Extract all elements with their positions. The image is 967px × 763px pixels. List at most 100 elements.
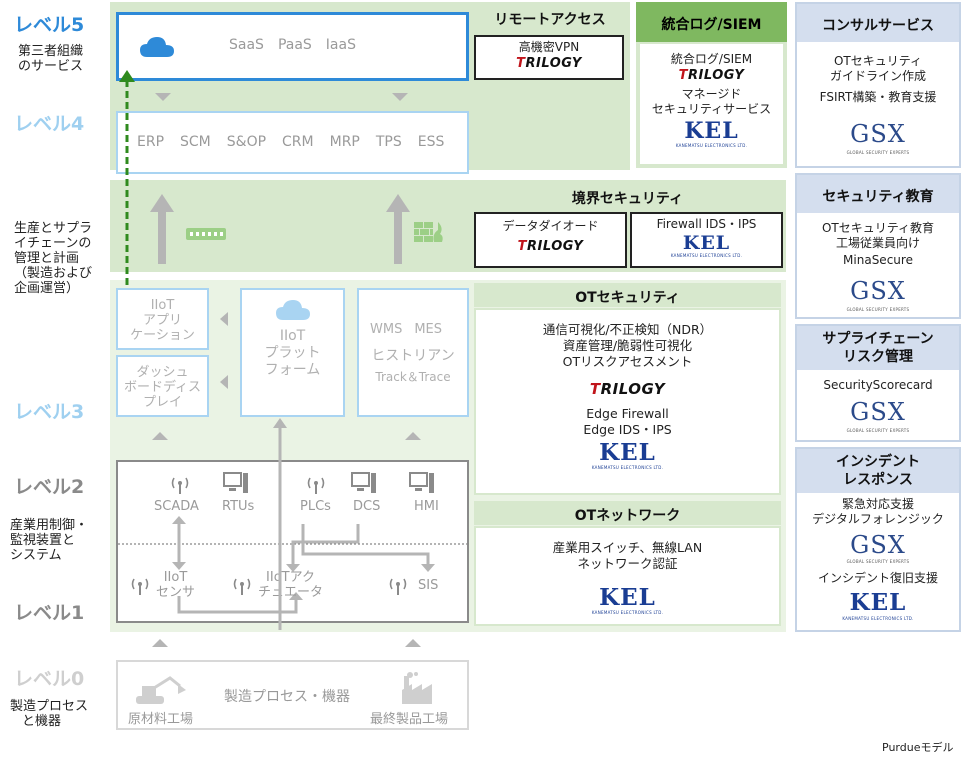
sensor-line2: センサ [156, 585, 196, 600]
level0-label: レベル0 [14, 668, 85, 690]
wms-label: WMS [370, 322, 403, 337]
actuator-line1: IIoTアク [266, 570, 315, 585]
education-line3: MinaSecure [843, 253, 913, 267]
antenna-icon [171, 477, 189, 494]
edge-firewall-label: Edge Firewall [586, 406, 669, 421]
ot-security-header: OTセキュリティ [474, 283, 781, 307]
managed-label: マネージド [681, 87, 742, 101]
hmi-label: HMI [414, 499, 439, 514]
cloud-services-row: SaaS PaaS IaaS [229, 37, 356, 53]
level4-label: レベル4 [14, 113, 85, 135]
ndr-label: 通信可視化/不正検知（NDR） [542, 322, 713, 337]
siem-item-label: 統合ログ/SIEM [670, 52, 753, 66]
tps-label: TPS [375, 134, 402, 150]
mrp-label: MRP [329, 134, 360, 150]
level4-box: ERP SCM S&OP CRM MRP TPS ESS [116, 111, 469, 174]
level4-items: ERP SCM S&OP CRM MRP TPS ESS [137, 134, 444, 150]
saas-label: SaaS [229, 37, 264, 53]
kel-logo: KEL [684, 118, 739, 144]
scm-label: SCM [180, 134, 211, 150]
kel-logo: KEL [682, 232, 731, 254]
incident-title: インシデント レスポンス [797, 449, 959, 493]
paas-label: PaaS [277, 37, 312, 53]
dash-line2: ボードディス [123, 380, 202, 395]
rtus-label: RTUs [222, 499, 255, 514]
gsx-logo-sub: GLOBAL SECURITY EXPERTS [846, 559, 910, 564]
supply-risk-panel: サプライチェーン リスク管理 SecurityScorecard GSX GLO… [795, 324, 961, 442]
iiot-sensor-label: IIoT センサ [156, 570, 195, 600]
kel-logo: KEL [849, 589, 907, 616]
forensics-label: デジタルフォレンジック [812, 512, 944, 526]
supply-line3: 管理と計画 [14, 251, 80, 266]
iiot-application-box: IIoT アプリ ケーション [116, 288, 209, 350]
level2-1-box: SCADA RTUs PLCs DCS HMI IIoT センサ IIoTアク … [116, 460, 469, 623]
gsx-logo-sub: GLOBAL SECURITY EXPERTS [846, 307, 910, 312]
firewall-label: Firewall IDS・IPS [656, 217, 757, 231]
trilogy-logo: TRILOGY [517, 239, 584, 254]
kel-logo-sub: KANEMATSU ELECTRONICS LTD. [675, 143, 748, 148]
kel-logo-sub: KANEMATSU ELECTRONICS LTD. [842, 616, 914, 621]
cloud-icon [276, 300, 310, 320]
security-service-label: セキュリティサービス [651, 102, 772, 116]
plcs-label: PLCs [300, 499, 331, 514]
consult-line3: FSIRT構築・教育支援 [819, 90, 937, 104]
level1-label: レベル1 [14, 602, 85, 624]
antenna-icon [307, 477, 325, 494]
ics-line3: システム [10, 548, 62, 563]
consult-line2: ガイドライン作成 [829, 69, 926, 83]
education-line2: 工場従業員向け [835, 236, 920, 250]
kel-logo-sub: KANEMATSU ELECTRONICS LTD. [591, 465, 664, 470]
ot-security-title: OTセキュリティ [575, 290, 680, 306]
incident-title2: レスポンス [843, 472, 913, 488]
computer-icon [409, 472, 434, 493]
level5-label: レベル5 [14, 14, 85, 36]
siem-header: 統合ログ/SIEM [636, 2, 787, 42]
data-diode-label: データダイオード [502, 219, 599, 233]
cloud-icon [140, 37, 174, 57]
computer-icon [351, 472, 376, 493]
risk-assessment-label: OTリスクアセスメント [562, 354, 693, 369]
track-trace-label: Track＆Trace [375, 370, 451, 384]
arrow-up-boundary-left [150, 194, 174, 264]
industrial-switch-label: 産業用スイッチ、無線LAN [552, 540, 703, 555]
platform-line2: プラット [264, 345, 321, 361]
iaas-label: IaaS [325, 37, 356, 53]
trilogy-logo: TRILOGY [589, 380, 666, 398]
education-title: セキュリティ教育 [797, 175, 959, 213]
supply-risk-title: サプライチェーン リスク管理 [797, 326, 959, 370]
arrow-up-l0-right [405, 639, 421, 647]
gsx-logo: GSX [850, 398, 906, 426]
factory-icon [402, 672, 432, 704]
ot-security-card: 通信可視化/不正検知（NDR） 資産管理/脆弱性可視化 OTリスクアセスメント … [474, 308, 781, 495]
education-panel: セキュリティ教育 OTセキュリティ教育 工場従業員向け MinaSecure G… [795, 173, 961, 319]
historian-label: ヒストリアン [371, 348, 455, 364]
gsx-logo: GSX [850, 277, 906, 305]
arrow-left-app [220, 312, 228, 326]
supply-line4: （製造および [14, 266, 93, 281]
ics-label: 産業用制御・ 監視装置と システム [10, 518, 88, 563]
dashboard-box: ダッシュ ボードディス プレイ [116, 355, 209, 417]
kel-logo-sub: KANEMATSU ELECTRONICS LTD. [670, 253, 743, 258]
green-dashed-arrow [119, 70, 135, 300]
siem-card: 統合ログ/SIEM TRILOGY マネージド セキュリティサービス KEL K… [640, 44, 783, 164]
process-label: 製造プロセス と機器 [10, 699, 88, 729]
arrow-up-l0-left [152, 639, 168, 647]
supply-chain-label: 生産とサプラ イチェーンの 管理と計画 （製造および 企画運営） [14, 221, 92, 296]
iiot-actuator-label: IIoTアク チュエータ [258, 570, 323, 600]
gsx-logo: GSX [850, 531, 906, 559]
iiot-app-line1: IIoT [150, 298, 175, 313]
erp-label: ERP [137, 134, 165, 150]
asset-mgmt-label: 資産管理/脆弱性可視化 [562, 338, 693, 353]
network-auth-label: ネットワーク認証 [577, 556, 678, 571]
actuator-line2: チュエータ [258, 585, 324, 600]
wms-mes-box: WMS MES ヒストリアン Track＆Trace [357, 288, 469, 417]
consult-line1: OTセキュリティ [833, 54, 923, 68]
level2-label: レベル2 [14, 476, 85, 498]
gsx-logo: GSX [850, 120, 906, 148]
level3-label: レベル3 [14, 401, 85, 423]
iiot-app-line2: アプリ [142, 313, 182, 328]
education-line1: OTセキュリティ教育 [821, 221, 935, 235]
process-line1: 製造プロセス [10, 699, 89, 714]
third-party-label: 第三者組織 のサービス [18, 44, 83, 74]
arrow-up-l2-left [152, 432, 168, 440]
